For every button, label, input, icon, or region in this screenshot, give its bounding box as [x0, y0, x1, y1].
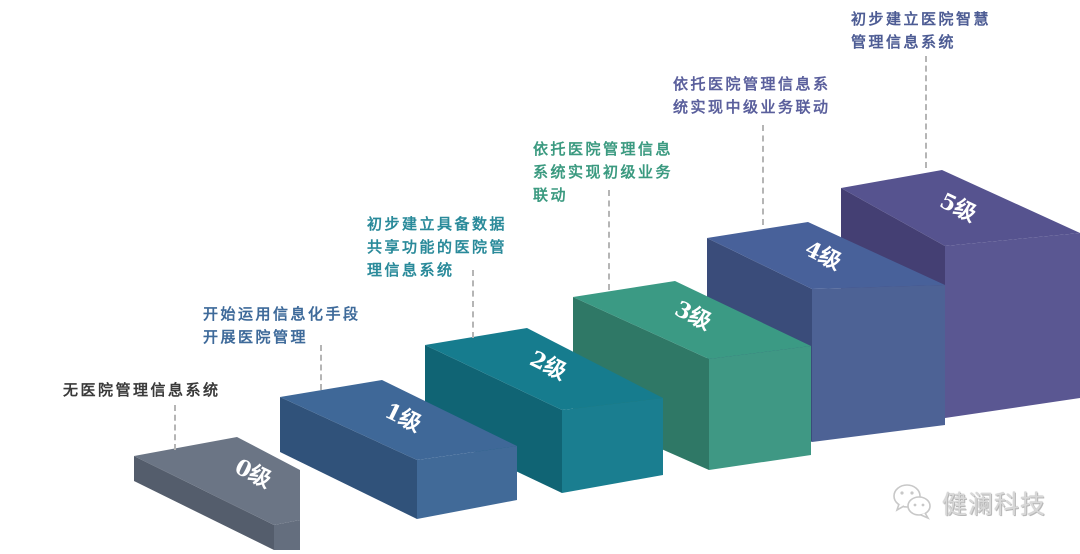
level-3-description: 依托医院管理信息 系统实现初级业务 联动	[533, 140, 674, 204]
wechat-icon	[892, 482, 934, 524]
level-4-front-face	[812, 285, 945, 442]
level-2-top-face	[425, 328, 663, 410]
level-1-left-face	[280, 397, 417, 519]
level-1-top-face	[280, 380, 517, 460]
watermark-text: 健澜科技	[942, 490, 1047, 519]
level-5-leader-line	[925, 56, 927, 168]
level-0-top-face	[134, 437, 300, 525]
level-1-front-face	[417, 446, 517, 519]
level-3-block: 3级	[573, 281, 811, 470]
level-2-left-face	[425, 345, 562, 493]
level-3-leader-line	[608, 190, 610, 290]
level-3-left-face	[573, 297, 709, 470]
level-0-left-face	[134, 456, 274, 550]
level-1-block: 1级	[280, 380, 517, 519]
level-3-top-face	[573, 281, 811, 359]
level-5-top-face	[841, 170, 1080, 246]
level-1-description: 开始运用信息化手段 开展医院管理	[203, 305, 361, 346]
level-2-description: 初步建立具备数据 共享功能的医院管 理信息系统	[367, 215, 508, 279]
watermark: 健澜科技	[892, 482, 1046, 524]
level-5-description: 初步建立医院智慧 管理信息系统	[851, 10, 992, 51]
level-0-front-face	[274, 520, 300, 550]
level-2-front-face	[562, 398, 663, 493]
level-2-leader-line	[472, 270, 474, 338]
level-5-front-face	[945, 233, 1080, 418]
level-4-description: 依托医院管理信息系 统实现中级业务联动	[673, 75, 831, 116]
level-0-description: 无医院管理信息系统	[63, 381, 221, 399]
level-4-leader-line	[762, 125, 764, 225]
level-2-block: 2级	[425, 328, 663, 493]
level-1-leader-line	[320, 345, 322, 390]
level-0-block: 0级	[134, 437, 300, 550]
level-4-top-face	[707, 222, 945, 289]
level-3-front-face	[709, 346, 811, 470]
level-0-leader-line	[174, 405, 176, 450]
